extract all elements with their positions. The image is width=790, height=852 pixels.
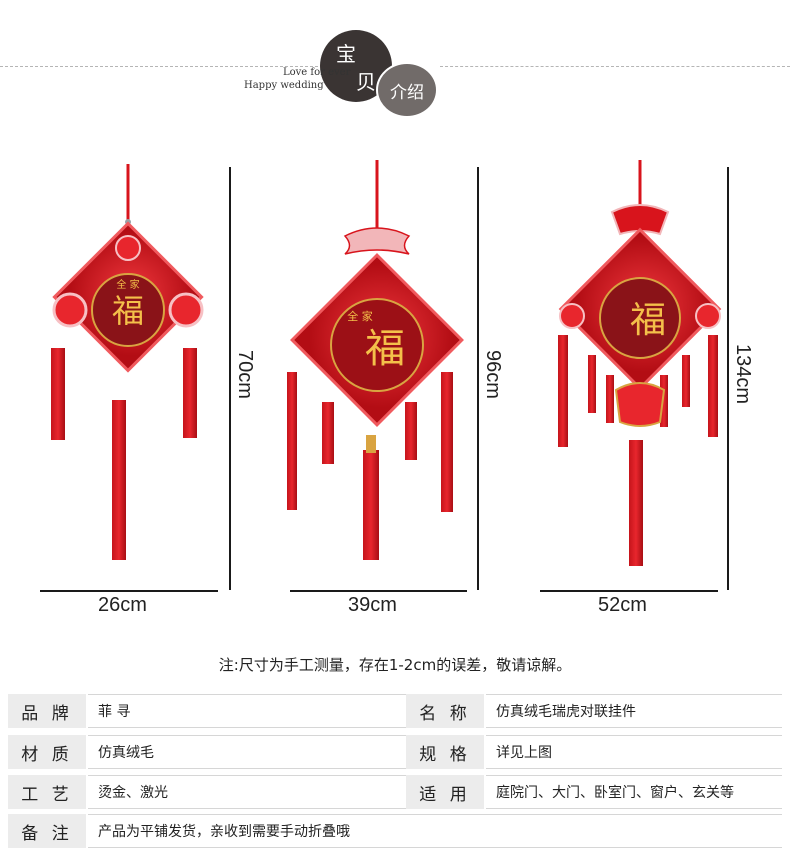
spec-label-brand: 品 牌 bbox=[8, 694, 86, 728]
spec-label-remark: 备 注 bbox=[8, 814, 86, 848]
spec-value-remark: 产品为平铺发货，亲收到需要手动折叠哦 bbox=[88, 814, 782, 848]
product-3-fu: 福 bbox=[630, 300, 666, 341]
header-char-1: 宝 bbox=[336, 42, 356, 66]
product-2-height-label: 96cm bbox=[482, 350, 504, 399]
header-tagline-1: Love for ever bbox=[283, 67, 351, 78]
spec-label-name: 名 称 bbox=[406, 694, 484, 728]
header-circle-dark: 宝 贝 bbox=[320, 30, 392, 102]
product-2-width-line bbox=[290, 590, 467, 592]
product-3-height-label: 134cm bbox=[732, 344, 754, 405]
header-circle-grey: 介绍 bbox=[376, 62, 438, 118]
product-1-width-label: 26cm bbox=[98, 594, 147, 616]
spec-row-4: 备 注 产品为平铺发货，亲收到需要手动折叠哦 bbox=[8, 814, 782, 848]
spec-value-usage: 庭院门、大门、卧室门、窗户、玄关等 bbox=[486, 775, 782, 809]
product-3-width-label: 52cm bbox=[598, 594, 647, 616]
spec-label-material: 材 质 bbox=[8, 735, 86, 769]
product-2-height-line bbox=[477, 167, 479, 590]
product-3-height-line bbox=[727, 167, 729, 590]
spec-value-brand: 菲 寻 bbox=[88, 694, 406, 728]
spec-row-3: 工 艺 烫金、激光 适 用 庭院门、大门、卧室门、窗户、玄关等 bbox=[8, 775, 782, 809]
measurement-note: 注:尺寸为手工测量，存在1-2cm的误差，敬请谅解。 bbox=[218, 656, 572, 674]
product-1-top-text: 全 家 bbox=[116, 278, 139, 291]
header-divider-left bbox=[0, 66, 318, 67]
spec-label-usage: 适 用 bbox=[406, 775, 484, 809]
product-1-fu: 福 bbox=[112, 292, 144, 330]
product-1-height-line bbox=[229, 167, 231, 590]
header-tagline-2: Happy wedding bbox=[244, 80, 324, 91]
product-2-ornament: 福 全 家 bbox=[287, 160, 464, 560]
header-char-2: 贝 bbox=[356, 70, 376, 94]
header-divider-right bbox=[440, 66, 790, 67]
spec-value-name: 仿真绒毛瑞虎对联挂件 bbox=[486, 694, 782, 728]
products-illustration: 福 全 家 福 全 家 福 bbox=[51, 160, 722, 566]
product-3-ornament: 福 bbox=[558, 160, 722, 566]
product-2-fu: 福 bbox=[365, 326, 405, 372]
product-1-ornament: 福 全 家 bbox=[51, 164, 204, 560]
spec-row-2: 材 质 仿真绒毛 规 格 详见上图 bbox=[8, 735, 782, 769]
header-circle-text: 介绍 bbox=[390, 82, 424, 103]
spec-label-craft: 工 艺 bbox=[8, 775, 86, 809]
product-3-width-line bbox=[540, 590, 718, 592]
spec-row-1: 品 牌 菲 寻 名 称 仿真绒毛瑞虎对联挂件 bbox=[8, 694, 782, 728]
product-1-height-label: 70cm bbox=[234, 350, 256, 399]
spec-value-craft: 烫金、激光 bbox=[88, 775, 406, 809]
product-2-width-label: 39cm bbox=[348, 594, 397, 616]
product-2-top-text: 全 家 bbox=[347, 309, 373, 323]
product-1-width-line bbox=[40, 590, 218, 592]
spec-label-size: 规 格 bbox=[406, 735, 484, 769]
spec-value-material: 仿真绒毛 bbox=[88, 735, 406, 769]
spec-value-size: 详见上图 bbox=[486, 735, 782, 769]
